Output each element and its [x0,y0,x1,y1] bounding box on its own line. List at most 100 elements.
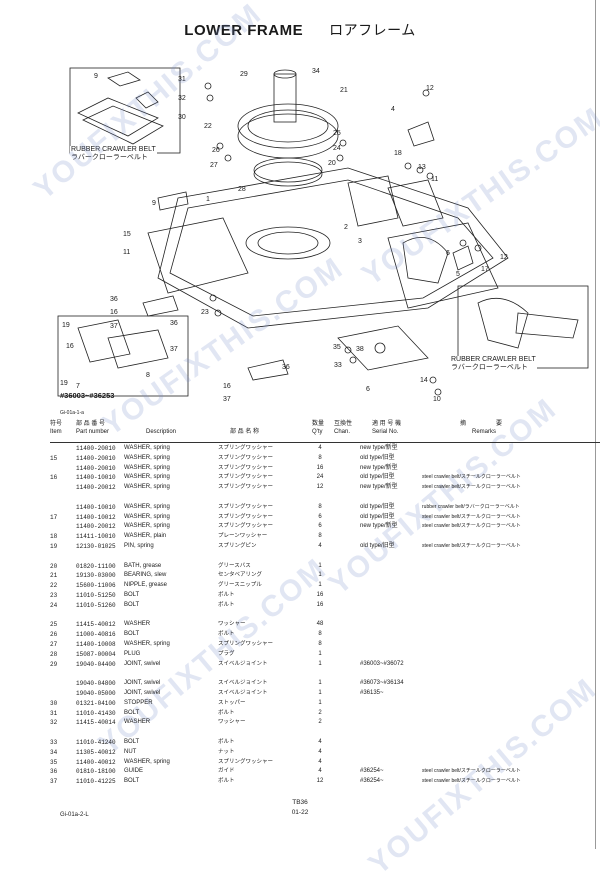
callout-36: 36 [110,296,118,303]
row-quantity: 1 [318,650,322,657]
row-part-number: 11400-40012 [76,758,116,766]
footer-doc-ref: Gi-01a-2-L [60,812,89,818]
row-quantity: 16 [316,601,324,608]
row-serial-number: new type/新型 [360,445,398,451]
row-part-number: 11415-40014 [76,719,116,727]
row-item-number: 27 [50,641,58,648]
row-japanese-name: スイベルジョイント [218,660,268,667]
callout-32: 32 [178,95,186,102]
row-japanese-name: スプリングワッシャー [218,523,274,530]
row-item-number: 20 [50,562,58,570]
header-desc-en: Description [146,429,177,435]
row-serial-number: new type/新型 [360,523,398,530]
row-quantity: 8 [318,454,322,461]
row-japanese-name: スプリングワッシャー [218,484,274,491]
row-japanese-name: ガイド [218,768,235,775]
header-chan-jp: 互換性 [334,421,353,427]
row-description: WASHER, spring [124,474,170,481]
row-remarks: steel crawler belt/スチールクローラーベルト [422,523,521,530]
rubber-crawler-belt-label-right: RUBBER CRAWLER BELT ラバークローラーベルト [450,356,537,372]
row-item-number: 22 [50,582,58,590]
row-quantity: 4 [318,445,322,451]
callout-9b: 9 [152,200,156,207]
row-remarks: steel crawler belt/スチールクローラーベルト [422,484,521,491]
row-item-number: 15 [50,454,58,462]
callout-3: 3 [358,238,362,245]
row-serial-number: old type/旧型 [360,513,395,520]
row-part-number: 11010-41225 [76,778,116,786]
row-description: WASHER, spring [124,523,170,530]
callout-11: 11 [431,176,439,183]
callout-27: 27 [210,162,218,169]
callout-37b: 37 [170,346,178,353]
callout-2: 2 [344,224,348,231]
row-remarks: steel crawler belt/スチールクローラーベルト [422,778,521,785]
row-description: WASHER, spring [124,513,170,520]
row-part-number: 19130-03000 [76,572,116,580]
row-japanese-name: グリースバス [218,562,251,569]
callout-5: 5 [456,271,460,278]
callout-24: 24 [333,145,341,152]
cover-plate-3 [387,179,444,227]
row-part-number: 15087-00004 [76,650,116,658]
row-japanese-name: プレーンワッシャー [218,533,268,540]
row-quantity: 2 [318,709,322,716]
row-japanese-name: スプリングワッシャー [218,464,274,471]
callout-36c: 36 [282,364,290,371]
row-japanese-name: スプリングワッシャー [218,474,274,481]
row-japanese-name: ボルト [218,631,235,638]
swivel-joint [273,73,297,123]
row-part-number: 11411-10010 [76,533,116,541]
callout-34: 34 [312,68,320,75]
callout-8: 8 [146,372,150,379]
callout-11b: 11 [123,249,131,256]
row-item-number: 29 [50,660,58,668]
callout-33: 33 [334,362,342,369]
row-part-number: 11010-41430 [76,709,116,717]
row-part-number: 11400-10010 [76,474,116,482]
row-description: WASHER, spring [124,445,170,451]
callout-26: 26 [212,147,220,154]
row-description: GUIDE [124,768,144,775]
row-japanese-name: グリースニップル [218,582,262,589]
row-japanese-name: スプリングワッシャー [218,503,274,510]
row-quantity: 24 [316,474,324,481]
callout-9: 9 [94,73,98,80]
row-japanese-name: センタベアリング [218,572,263,579]
row-remarks: steel crawler belt/スチールクローラーベルト [422,768,521,775]
row-japanese-name: ボルト [218,601,235,608]
row-description: BOLT [124,592,140,598]
row-description: JOINT, swivel [124,690,161,696]
callout-25: 25 [333,130,341,137]
row-part-number: 12130-01025 [76,543,116,550]
label-line-jp: ラバークローラーベルト [71,154,148,161]
callout-28: 28 [238,186,246,193]
callout-23: 23 [201,309,209,316]
row-description: NIPPLE, grease [124,582,168,589]
row-serial-number: old type/旧型 [360,454,395,461]
footer-page-code: TB36 [292,799,308,806]
row-quantity: 1 [318,582,322,589]
row-quantity: 8 [318,533,322,540]
row-serial-number: new type/新型 [360,464,398,471]
row-serial-number: old type/旧型 [360,503,395,510]
row-part-number: 01820-11100 [76,562,116,570]
header-serial-en: Serial No. [372,429,399,435]
callout-7: 7 [76,383,80,390]
row-quantity: 4 [318,758,322,765]
row-description: BOLT [124,739,140,745]
row-description: BEARING, slew [124,572,167,579]
